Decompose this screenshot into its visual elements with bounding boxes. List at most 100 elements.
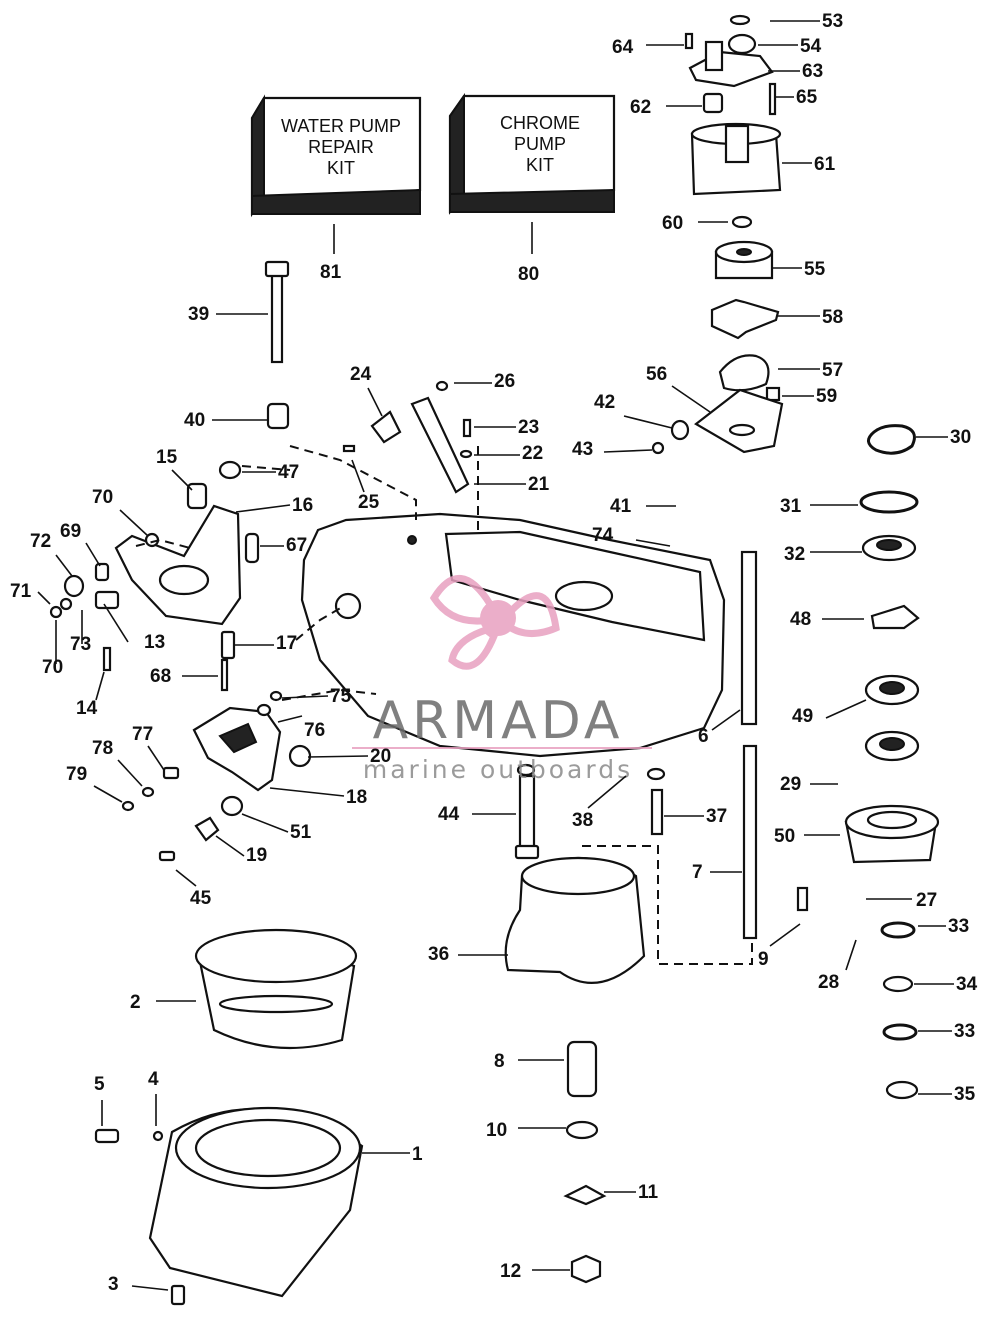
kit-80-line-3: KIT [526,155,554,175]
callout-leader-line [93,785,123,803]
callout-4: 4 [148,1069,159,1126]
callout-number: 23 [518,417,539,438]
callout-number: 72 [30,531,51,552]
callout-number: 37 [706,806,727,827]
callout-leader-line [367,387,383,417]
callout-61: 61 [782,154,836,175]
callout-68: 68 [150,666,218,687]
callout-32: 32 [784,544,862,565]
callout-number: 73 [70,634,91,655]
kit-80-number: 80 [518,264,539,285]
callout-number: 12 [500,1261,521,1282]
callout-leader-line [587,775,627,809]
callout-15: 15 [156,447,193,491]
callout-number: 79 [66,764,87,785]
callout-26: 26 [454,371,515,392]
callout-14: 14 [76,671,105,719]
water-pump-repair-kit-box: WATER PUMP REPAIR KIT 81 [250,94,422,283]
callout-39: 39 [188,304,268,325]
linkage-parts-drawing [121,605,377,862]
propeller-logo-icon [429,575,560,670]
callout-leader-line [269,787,345,797]
callout-37: 37 [664,806,727,827]
callout-number: 16 [292,495,313,516]
callout-number: 35 [954,1084,976,1105]
callout-leader-line [351,459,365,493]
callout-number: 78 [92,738,113,759]
callout-number: 67 [286,535,307,556]
callout-number: 50 [774,826,795,847]
callout-number: 42 [594,392,615,413]
callout-number: 30 [950,427,971,448]
kit-80-line-1: CHROME [500,113,580,133]
lower-parts-drawing [94,763,666,1306]
callout-13: 13 [103,603,165,653]
callout-7: 7 [692,862,742,883]
callout-35: 35 [918,1084,976,1105]
callout-22: 22 [474,443,543,464]
callout-leader-line [307,755,369,758]
callout-43: 43 [572,439,653,460]
callout-72: 72 [30,531,73,577]
callout-number: 74 [592,525,614,546]
callout-number: 8 [494,1051,505,1072]
callout-53: 53 [770,11,843,32]
callout-58: 58 [778,307,843,328]
callout-number: 58 [822,307,843,328]
callout-number: 45 [190,888,212,909]
callout-number: 22 [522,443,543,464]
callout-10: 10 [486,1120,566,1141]
callout-number: 77 [132,724,153,745]
callout-number: 34 [956,974,978,995]
callout-36: 36 [428,944,508,965]
callout-50: 50 [774,826,840,847]
callout-3: 3 [108,1274,169,1295]
callout-number: 18 [346,787,367,808]
callout-number: 61 [814,154,836,175]
callout-77: 77 [132,724,165,771]
callout-number: 62 [630,97,651,118]
callout-number: 7 [692,862,703,883]
callout-leader-line [171,469,193,491]
callout-64: 64 [612,37,684,58]
callout-number: 36 [428,944,449,965]
chrome-pump-kit-box: CHROME PUMP KIT 80 [448,92,616,285]
callout-57: 57 [778,360,843,381]
callout-74: 74 [592,525,671,547]
callout-23: 23 [474,417,539,438]
callout-leader-line [671,385,711,413]
callout-12: 12 [500,1261,570,1282]
watermark-name: ARMADA [373,691,624,751]
callout-number: 10 [486,1120,507,1141]
callout-number: 41 [610,496,632,517]
drive-shaft-drawing [582,550,809,965]
callout-number: 56 [646,364,667,385]
callout-number: 70 [42,657,63,678]
callout-2: 2 [130,992,196,1013]
callout-number: 39 [188,304,209,325]
callout-leader-line [175,869,197,887]
kit-81-number: 81 [320,262,342,283]
callout-number: 26 [494,371,515,392]
callout-number: 31 [780,496,802,517]
callout-54: 54 [758,36,822,57]
callout-number: 28 [818,972,839,993]
callout-number: 11 [638,1182,659,1203]
callout-number: 21 [528,474,550,495]
callout-40: 40 [184,410,268,431]
callout-leader-line [711,709,741,731]
callout-number: 40 [184,410,205,431]
callout-leader-line [103,603,129,643]
callout-leader-line [117,759,143,787]
callout-leader-line [119,509,149,537]
callout-number: 27 [916,890,937,911]
callout-33: 33 [918,1021,975,1042]
callout-71: 71 [10,581,51,605]
callout-70: 70 [42,620,63,678]
callout-28: 28 [818,939,857,993]
callout-number: 15 [156,447,178,468]
callout-65: 65 [776,87,818,108]
callout-leader-line [241,813,289,833]
callout-number: 71 [10,581,32,602]
